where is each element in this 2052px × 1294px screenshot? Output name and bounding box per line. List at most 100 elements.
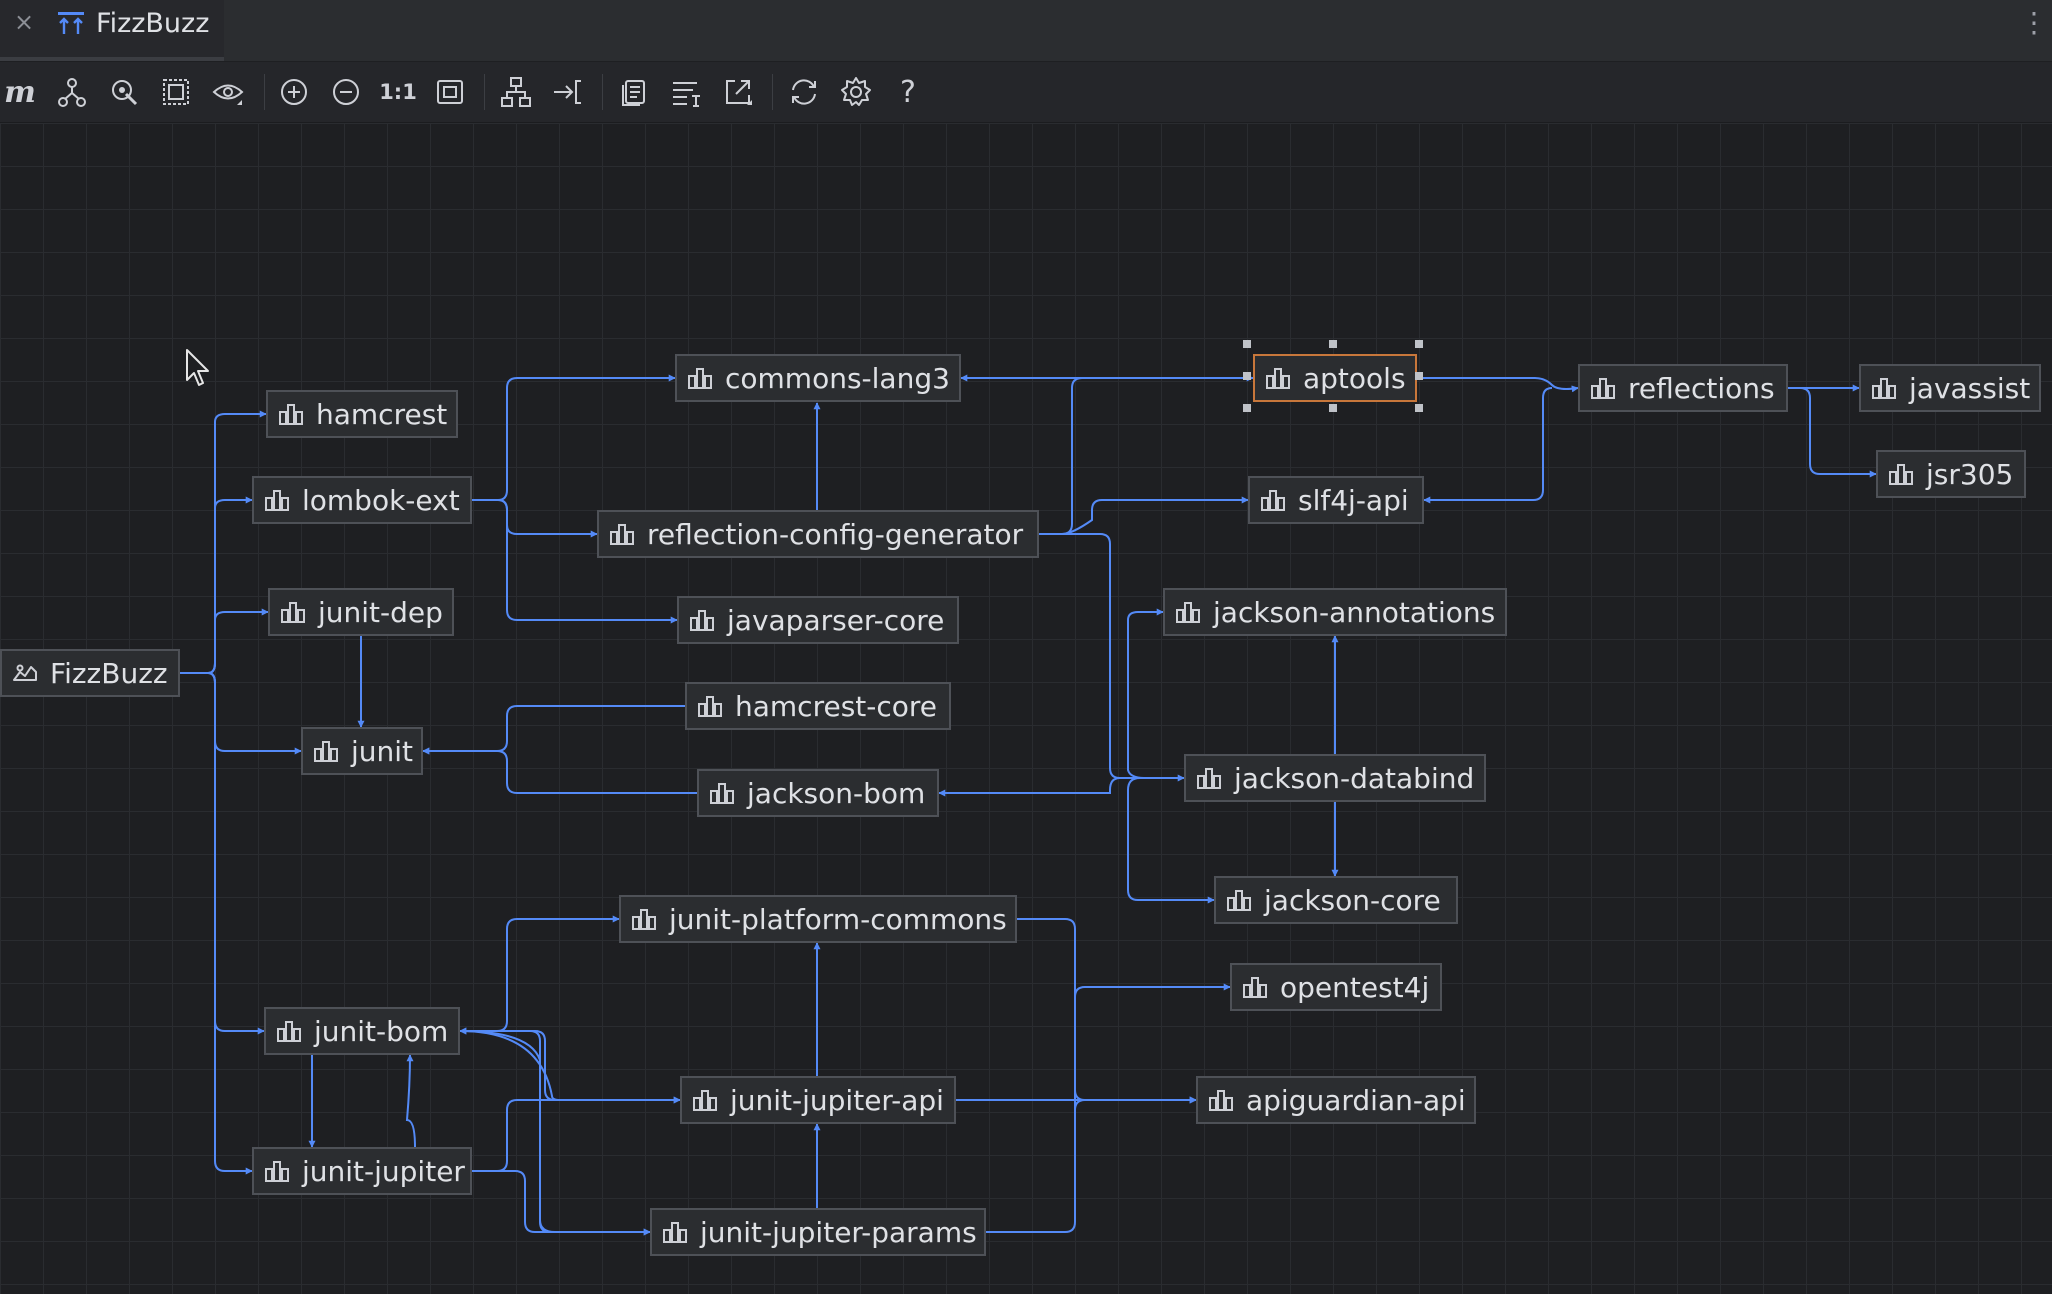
fit-content-icon[interactable]: [424, 62, 476, 122]
node-junit-jupiter-api[interactable]: junit-jupiter-api: [680, 1076, 956, 1124]
toolbar-separator: [484, 74, 485, 110]
module-icon: [1176, 602, 1200, 623]
node-junit[interactable]: junit: [301, 727, 423, 775]
project-icon: [13, 664, 37, 681]
node-label: apiguardian-api: [1246, 1083, 1466, 1117]
toolbar-separator: [772, 74, 773, 110]
node-label: jackson-bom: [747, 776, 926, 810]
node-hamcrest-core[interactable]: hamcrest-core: [685, 682, 951, 730]
node-label: junit-dep: [318, 595, 443, 629]
node-label: junit-jupiter-params: [700, 1215, 977, 1249]
diagram-tab-icon: [58, 12, 84, 34]
refresh-icon[interactable]: [778, 62, 830, 122]
module-icon: [1209, 1090, 1233, 1111]
node-label: hamcrest: [316, 397, 448, 431]
module-icon: [1261, 490, 1285, 511]
selection-handle[interactable]: [1329, 404, 1337, 412]
node-reflections[interactable]: reflections: [1578, 364, 1788, 412]
node-jackson-bom[interactable]: jackson-bom: [697, 769, 939, 817]
node-jackson-annotations[interactable]: jackson-annotations: [1163, 588, 1507, 636]
toolbar-separator: [602, 74, 603, 110]
tab-bar: × FizzBuzz ⋮: [0, 0, 2052, 62]
node-label: reflection-config-generator: [647, 517, 1024, 551]
node-javaparser-core[interactable]: javaparser-core: [677, 596, 959, 644]
module-icon: [314, 741, 338, 762]
node-label: opentest4j: [1280, 970, 1430, 1004]
selection-handle[interactable]: [1415, 340, 1423, 348]
neighborhood-icon[interactable]: [98, 62, 150, 122]
zoom-in-icon[interactable]: [268, 62, 320, 122]
node-junit-bom[interactable]: junit-bom: [264, 1007, 460, 1055]
node-aptools[interactable]: aptools: [1253, 354, 1417, 402]
node-label: junit: [351, 734, 414, 768]
node-opentest4j[interactable]: opentest4j: [1230, 963, 1442, 1011]
node-jackson-databind[interactable]: jackson-databind: [1184, 754, 1486, 802]
node-junit-jupiter-params[interactable]: junit-jupiter-params: [650, 1208, 986, 1256]
layout-icon[interactable]: [490, 62, 542, 122]
module-icon: [632, 909, 656, 930]
module-icon: [1591, 378, 1615, 399]
settings-icon[interactable]: [830, 62, 882, 122]
node-hamcrest[interactable]: hamcrest: [266, 390, 458, 438]
selection-handle[interactable]: [1415, 372, 1423, 380]
actual-size-button[interactable]: 1:1: [372, 62, 424, 122]
module-icon: [698, 696, 722, 717]
diagram-toolbar: m 1:1 ?: [0, 62, 2052, 123]
help-icon[interactable]: ?: [882, 62, 934, 122]
tab-fizzbuzz[interactable]: × FizzBuzz: [0, 0, 224, 61]
selection-handle[interactable]: [1243, 404, 1251, 412]
show-dependencies-icon[interactable]: [46, 62, 98, 122]
selection-handle[interactable]: [1415, 404, 1423, 412]
select-all-icon[interactable]: [150, 62, 202, 122]
node-junit-dep[interactable]: junit-dep: [268, 588, 454, 636]
copy-to-clipboard-icon[interactable]: [608, 62, 660, 122]
tab-close-icon[interactable]: ×: [14, 8, 35, 36]
module-icon: [265, 490, 289, 511]
node-jsr305[interactable]: jsr305: [1876, 450, 2026, 498]
module-icon: [281, 602, 305, 623]
visibility-icon[interactable]: [202, 62, 254, 122]
node-jackson-core[interactable]: jackson-core: [1214, 876, 1458, 924]
node-label: lombok-ext: [302, 483, 460, 517]
node-label: slf4j-api: [1298, 483, 1409, 517]
module-icon: [610, 524, 634, 545]
module-icon: [1872, 378, 1896, 399]
node-slf4j-api[interactable]: slf4j-api: [1248, 476, 1424, 524]
selection-handle[interactable]: [1243, 340, 1251, 348]
module-icon: [688, 368, 712, 389]
node-apiguardian-api[interactable]: apiguardian-api: [1196, 1076, 1476, 1124]
diagram-canvas[interactable]: [0, 123, 2052, 1294]
module-icon: [279, 404, 303, 425]
module-icon: [1266, 368, 1290, 389]
node-label: junit-jupiter: [302, 1154, 465, 1188]
filter-icon[interactable]: [660, 62, 712, 122]
node-lombok-ext[interactable]: lombok-ext: [252, 476, 472, 524]
selection-handle[interactable]: [1329, 340, 1337, 348]
toolbar-separator: [264, 74, 265, 110]
more-options-icon[interactable]: ⋮: [2020, 6, 2048, 39]
node-fizzbuzz[interactable]: FizzBuzz: [0, 649, 180, 697]
module-icon: [265, 1161, 289, 1182]
node-commons-lang3[interactable]: commons-lang3: [675, 354, 961, 402]
node-label: commons-lang3: [725, 361, 950, 395]
zoom-out-icon[interactable]: [320, 62, 372, 122]
help-label: ?: [900, 74, 916, 110]
actual-size-label: 1:1: [379, 80, 417, 104]
node-junit-platform-commons[interactable]: junit-platform-commons: [619, 895, 1017, 943]
node-label: junit-platform-commons: [669, 902, 1007, 936]
node-javassist[interactable]: javassist: [1859, 364, 2041, 412]
module-icon: [663, 1222, 687, 1243]
node-reflection-config-generator[interactable]: reflection-config-generator: [597, 510, 1039, 558]
export-icon[interactable]: [712, 62, 764, 122]
module-icon: [1227, 890, 1251, 911]
node-label: hamcrest-core: [735, 689, 938, 723]
node-label: aptools: [1303, 361, 1406, 395]
node-label: reflections: [1628, 371, 1775, 405]
selection-handle[interactable]: [1243, 372, 1251, 380]
maven-icon[interactable]: m: [0, 62, 46, 122]
node-label: junit-bom: [314, 1014, 449, 1048]
module-icon: [693, 1090, 717, 1111]
jump-to-source-icon[interactable]: [542, 62, 594, 122]
node-label: jackson-core: [1264, 883, 1441, 917]
node-junit-jupiter[interactable]: junit-jupiter: [252, 1147, 472, 1195]
